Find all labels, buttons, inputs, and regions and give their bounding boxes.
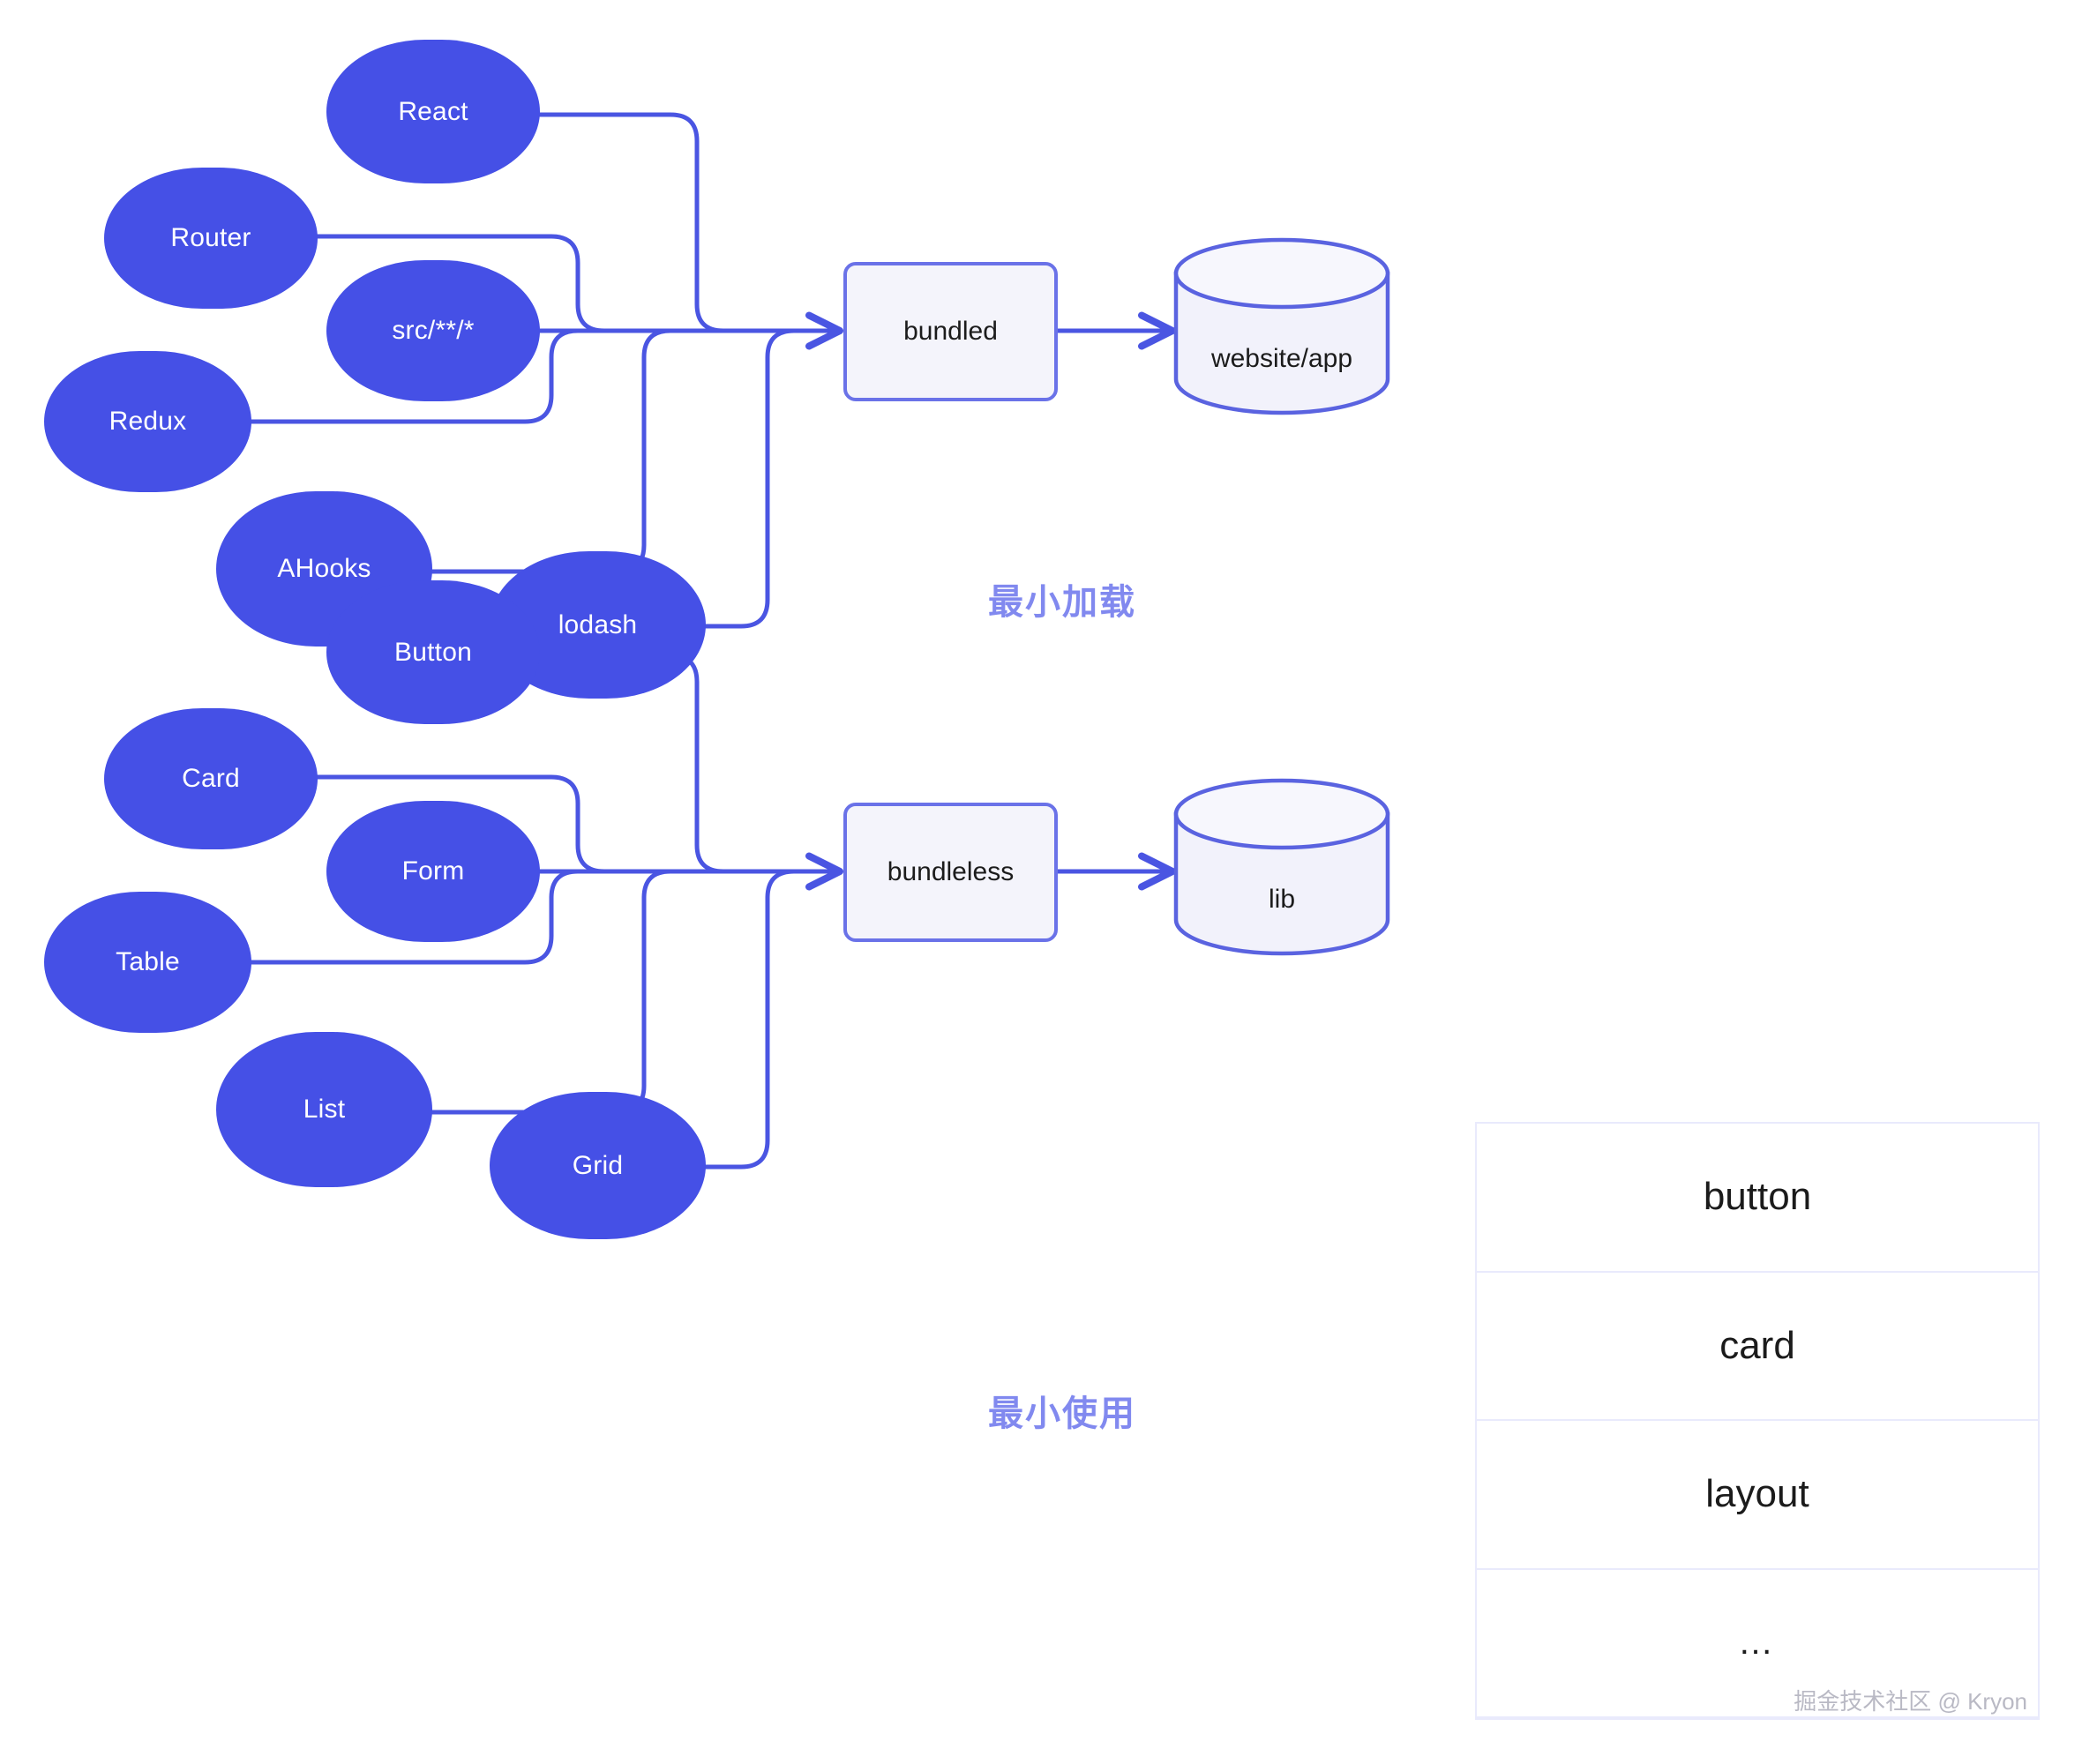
lib-table-row[interactable]: layout [1477,1421,2038,1570]
output-cylinder-lib-label: lib [1268,885,1295,914]
lib-contents-table: button card layout … 掘金技术社区 @ Kryon [1475,1122,2040,1720]
node-react[interactable]: React [326,40,540,183]
node-router-label: Router [170,223,251,252]
output-cylinder-lib[interactable]: lib [1176,781,1388,953]
node-src-glob-label: src/**/* [392,316,475,345]
process-box-bundleless-label: bundleless [887,857,1015,886]
lib-table-cell-label: … [1738,1623,1777,1663]
node-list[interactable]: List [216,1032,432,1187]
lib-table-row[interactable]: … [1477,1570,2038,1718]
output-cylinder-website-app[interactable]: website/app [1176,240,1388,413]
node-card-label: Card [182,764,240,793]
node-form[interactable]: Form [326,801,540,942]
edge-react-bundled [537,112,819,333]
process-box-bundleless[interactable]: bundleless [843,803,1058,942]
node-form-label: Form [401,856,465,886]
watermark-text: 掘金技术社区 @ Kryon [1794,1688,2027,1715]
node-table-label: Table [116,947,180,976]
node-router[interactable]: Router [104,168,318,309]
node-react-label: React [398,96,468,126]
node-button-label: Button [394,637,472,667]
node-ahooks-label: AHooks [277,554,371,583]
lib-table-cell-label: layout [1705,1472,1809,1516]
lib-table-cell-label: card [1719,1323,1795,1367]
lib-table-row[interactable]: card [1477,1273,2038,1421]
node-redux-label: Redux [109,407,187,436]
node-redux[interactable]: Redux [44,351,251,492]
caption-min-use: 最小使用 [988,1394,1136,1433]
lib-table-cell-label: button [1703,1175,1812,1219]
process-box-bundled-label: bundled [903,317,998,346]
edge-grid-bundleless [703,869,819,1170]
output-cylinder-website-app-label: website/app [1210,344,1353,373]
node-src-glob[interactable]: src/**/* [326,260,540,401]
edge-lodash-bundled [703,328,819,629]
node-grid[interactable]: Grid [490,1092,706,1239]
node-lodash-label: lodash [558,609,638,639]
node-button[interactable]: Button [326,580,540,724]
node-grid-label: Grid [572,1150,624,1180]
process-box-bundled[interactable]: bundled [843,262,1058,401]
lib-table-row[interactable]: button [1477,1124,2038,1273]
caption-min-load: 最小加载 [988,583,1136,622]
node-list-label: List [303,1095,346,1124]
node-card[interactable]: Card [104,708,318,849]
node-table[interactable]: Table [44,892,251,1033]
